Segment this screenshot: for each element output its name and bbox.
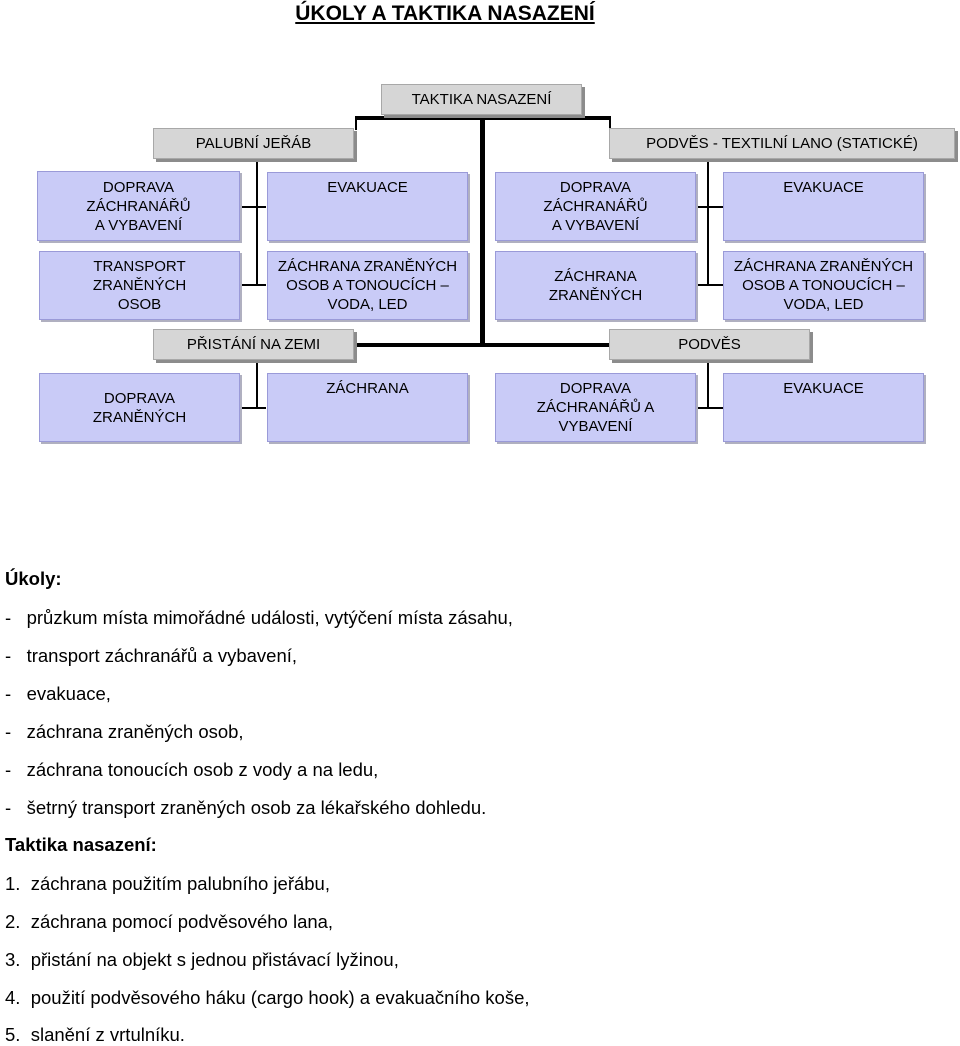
node-zachrana: ZÁCHRANA <box>267 373 468 442</box>
task-item: - transport záchranářů a vybavení, <box>5 645 298 666</box>
connector <box>256 160 258 284</box>
connector <box>256 284 266 286</box>
tactic-item: 5. slanění z vrtulníku. <box>5 1024 185 1045</box>
connector <box>355 116 610 120</box>
task-item: - záchrana zraněných osob, <box>5 721 244 742</box>
task-item: - šetrný transport zraněných osob za lék… <box>5 797 487 818</box>
connector <box>355 116 357 130</box>
node-evakuace: EVAKUACE <box>723 172 924 241</box>
page-title: ÚKOLY A TAKTIKA NASAZENÍ <box>295 2 595 25</box>
connector <box>609 116 611 130</box>
connector <box>697 206 723 208</box>
connector <box>707 160 709 285</box>
node-doprava-zachranaru-a-vybaveni: DOPRAVA ZÁCHRANÁŘŮ A VYBAVENÍ <box>495 373 696 442</box>
connector <box>256 206 266 208</box>
tactic-item: 3. přistání na objekt s jednou přistávac… <box>5 949 399 970</box>
section-palubni-jerab: PALUBNÍ JEŘÁB <box>153 128 354 159</box>
node-evakuace: EVAKUACE <box>723 373 924 442</box>
tactics-heading: Taktika nasazení: <box>5 834 157 855</box>
connector <box>242 206 257 208</box>
task-item: - evakuace, <box>5 683 111 704</box>
connector <box>356 343 610 347</box>
root-node: TAKTIKA NASAZENÍ <box>381 84 582 115</box>
node-zachrana-zranenych-a-tonoucich: ZÁCHRANA ZRANĚNÝCH OSOB A TONOUCÍCH – VO… <box>267 251 468 320</box>
connector <box>256 362 258 408</box>
tactic-item: 2. záchrana pomocí podvěsového lana, <box>5 911 334 932</box>
node-evakuace: EVAKUACE <box>267 172 468 241</box>
node-zachrana-zranenych-a-tonoucich: ZÁCHRANA ZRANĚNÝCH OSOB A TONOUCÍCH – VO… <box>723 251 924 320</box>
tactic-item: 1. záchrana použitím palubního jeřábu, <box>5 873 330 894</box>
node-doprava-zranenych: DOPRAVA ZRANĚNÝCH <box>39 373 240 442</box>
connector <box>480 115 485 347</box>
connector <box>697 284 723 286</box>
task-item: - záchrana tonoucích osob z vody a na le… <box>5 759 379 780</box>
connector <box>242 284 257 286</box>
tactic-item: 4. použití podvěsového háku (cargo hook)… <box>5 987 530 1008</box>
connector <box>242 407 266 409</box>
node-zachrana-zranenych: ZÁCHRANA ZRANĚNÝCH <box>495 251 696 320</box>
section-podves-lano: PODVĚS - TEXTILNÍ LANO (STATICKÉ) <box>609 128 955 159</box>
node-transport-zranenych-osob: TRANSPORT ZRANĚNÝCH OSOB <box>39 251 240 320</box>
section-podves: PODVĚS <box>609 329 810 360</box>
tasks-heading: Úkoly: <box>5 568 62 589</box>
section-pristani-na-zemi: PŘISTÁNÍ NA ZEMI <box>153 329 354 360</box>
node-doprava-zachranaru-a-vybaveni: DOPRAVA ZÁCHRANÁŘŮ A VYBAVENÍ <box>37 171 240 241</box>
connector <box>697 407 723 409</box>
node-doprava-zachranaru-a-vybaveni: DOPRAVA ZÁCHRANÁŘŮ A VYBAVENÍ <box>495 172 696 241</box>
connector <box>707 362 709 408</box>
task-item: - průzkum místa mimořádné události, vytý… <box>5 607 513 628</box>
